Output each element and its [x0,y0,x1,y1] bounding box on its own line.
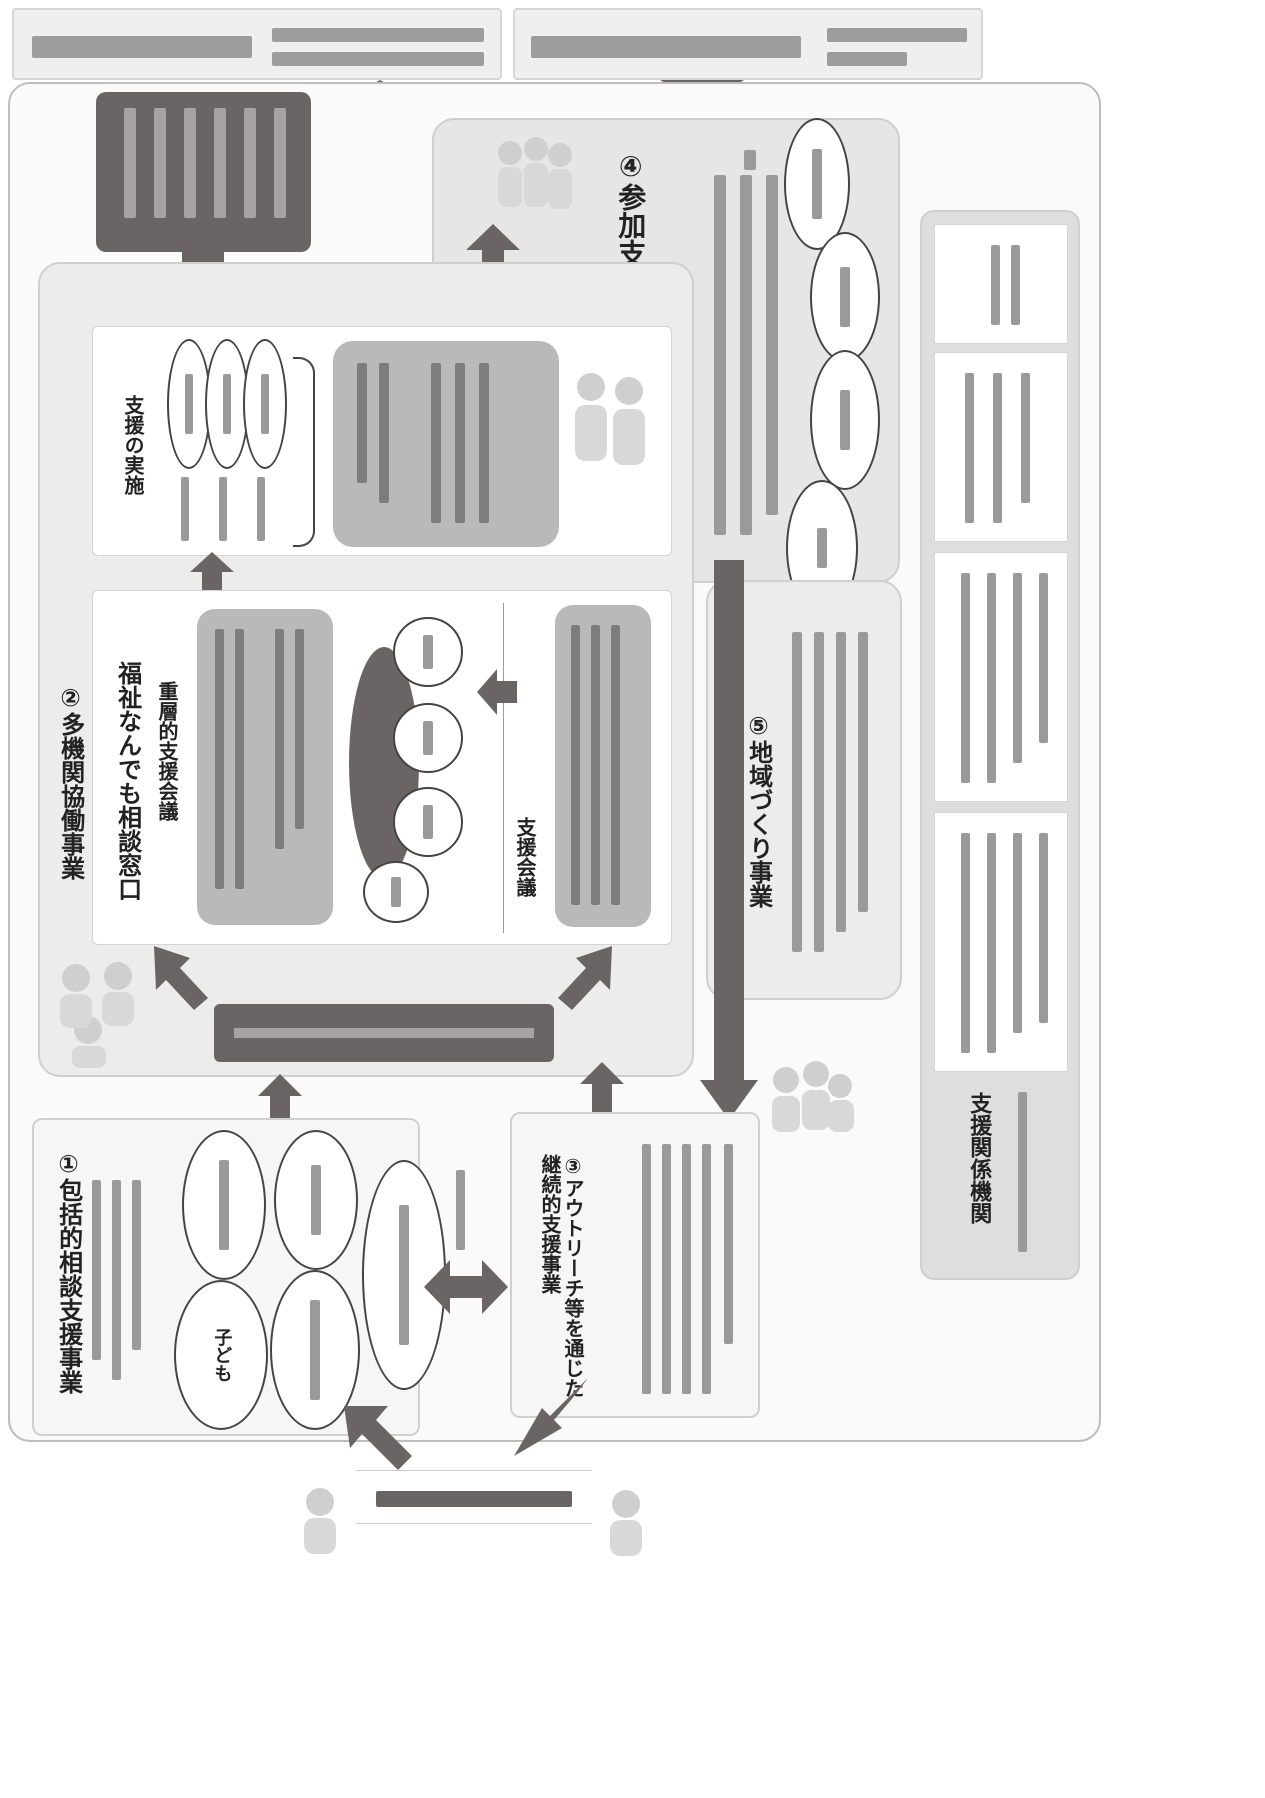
section2-title: ②多機関協働事業 [56,684,85,880]
comprehensive-title: ①包括的相談支援事業 [54,1150,83,1394]
arrow-up-impl [190,552,234,592]
oval-comp-4 [270,1270,360,1430]
oval-participation-1 [784,118,850,250]
people-icon-participation [492,125,578,225]
top-right-note-2 [827,52,907,66]
right-cell-4 [934,812,1068,1072]
top-left-note-1 [272,28,484,42]
oval-impl-2 [205,339,249,469]
circle-center-3 [393,787,463,857]
arrow-bottom-left-diag [336,1398,416,1478]
people-icon-center-left [48,950,148,1070]
arrow-bottom-right-diag [504,1372,594,1462]
oval-comp-3: 子ども [174,1280,268,1430]
conference-arrow [477,669,517,715]
support-impl-title: 支援の実施 [121,395,145,495]
community-title: ⑤地域づくり事業 [744,712,773,908]
oval-participation-3 [810,350,880,490]
right-panel-title: 支援関係機関 [966,1092,992,1224]
consult-subtitle: 重層的支援会議 [155,681,179,821]
right-cell-1 [934,224,1068,344]
comprehensive-box: ①包括的相談支援事業 子ども [32,1118,446,1436]
oval-comp-5 [362,1160,446,1390]
right-panel: 支援関係機関 [920,210,1080,1280]
top-left-title [32,36,252,58]
circle-center-4 [363,861,429,923]
right-cell-2 [934,352,1068,542]
support-impl-gray [333,341,559,547]
top-left-box [12,8,502,80]
oval-comp-2 [274,1130,358,1270]
people-icon-impl [569,357,659,477]
person-icon-bottom-right [592,1482,662,1562]
divider-consult [503,603,504,933]
consult-box: 福祉なんでも相談窓口 重層的支援会議 支援会議 [92,590,672,945]
center-bottom-bar [214,1004,554,1062]
conference-gray [555,605,651,927]
double-arrow-bottom [424,1258,508,1316]
arrow-long-down [700,560,758,1120]
circle-center-1 [393,617,463,687]
oval-participation-2 [810,232,880,362]
circle-center-2 [393,703,463,773]
oval-impl-3 [243,339,287,469]
outreach-box: ③アウトリーチ等を通じた継続的支援事業 [510,1112,760,1418]
arrow-diag-left [150,942,210,1012]
top-right-note-1 [827,28,967,42]
consult-gray-left [197,609,333,925]
support-impl-box: 支援の実施 [92,326,672,556]
support-conference-title: 支援会議 [513,817,537,897]
person-icon-bottom-left [286,1480,356,1560]
oval-comp-1 [182,1130,266,1280]
top-left-note-2 [272,52,484,66]
arrow-up-from-comprehensive [258,1074,302,1122]
outreach-title: ③アウトリーチ等を通じた継続的支援事業 [538,1154,585,1398]
bottom-label-box [356,1470,592,1524]
people-icon-community [760,1050,860,1150]
consult-title: 福祉なんでも相談窓口 [113,661,142,901]
oval-comp-kids: 子ども [211,1328,233,1382]
top-right-title [531,36,801,58]
top-right-box [513,8,983,80]
dark-info-box [96,92,311,252]
brace [293,357,315,547]
right-cell-3 [934,552,1068,802]
arrow-up-from-outreach [580,1062,624,1126]
double-arrow-bottom-label [456,1170,465,1250]
arrow-diag-right [556,942,616,1012]
